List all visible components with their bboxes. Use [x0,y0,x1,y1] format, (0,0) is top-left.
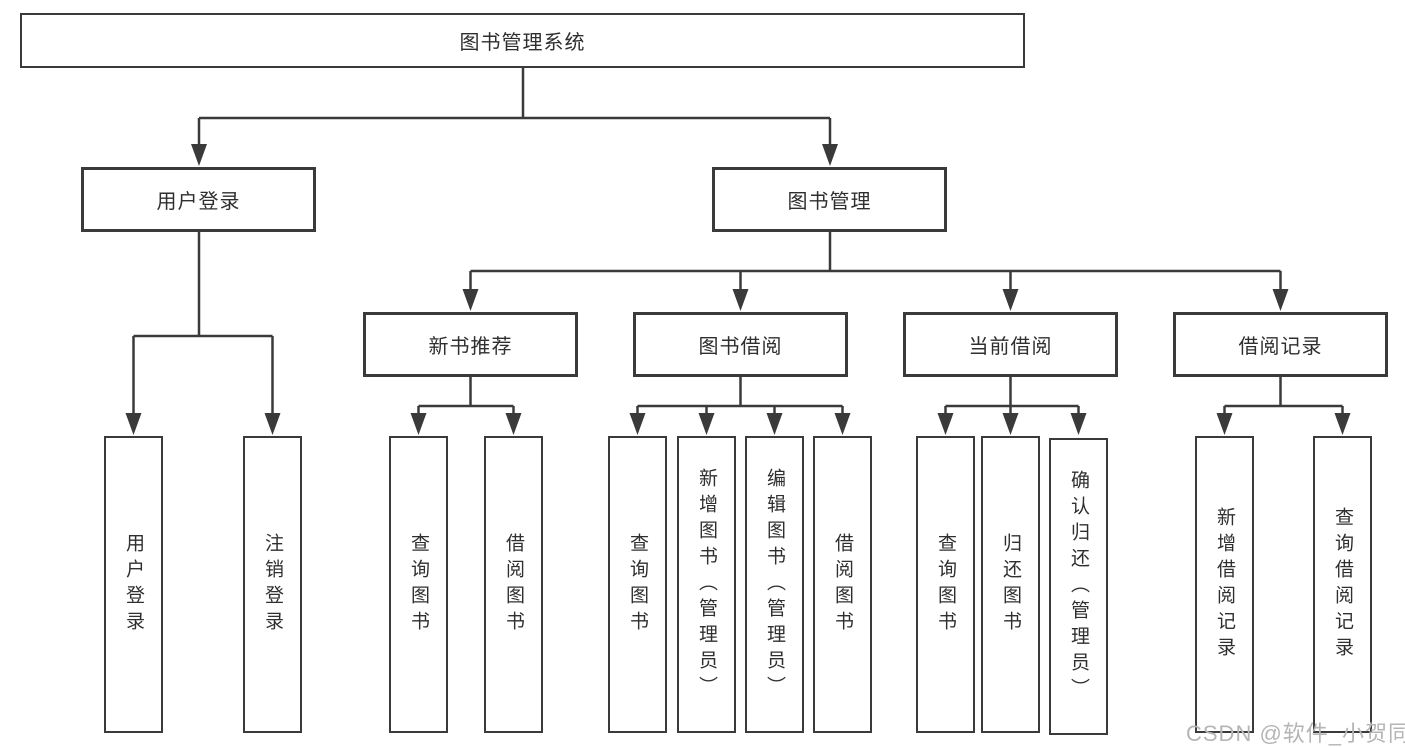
leaf-edit-books-admin: 编辑图书（管理员） [745,436,804,733]
connector-new-book-rec-to-leaves [410,377,522,435]
node-borrowing-records: 借阅记录 [1173,312,1388,377]
connector-book-mgmt-to-level3 [462,232,1289,311]
leaf-query-books-rec: 查询图书 [389,436,448,733]
connector-book-borrow-to-leaves [629,377,851,435]
csdn-watermark: CSDN @软件_小贺同学 [1186,721,1405,746]
node-book-management: 图书管理 [712,167,947,232]
connector-root-to-level2 [191,68,838,166]
node-new-book-recommendation: 新书推荐 [363,312,578,377]
node-root-book-management-system: 图书管理系统 [20,13,1025,68]
leaf-confirm-return-admin: 确认归还（管理员） [1049,438,1108,735]
leaf-add-books-admin: 新增图书（管理员） [677,436,736,733]
node-current-borrowing: 当前借阅 [903,312,1118,377]
leaf-query-borrow-record: 查询借阅记录 [1313,436,1372,733]
leaf-borrow-books: 借阅图书 [813,436,872,733]
leaf-user-login: 用户登录 [104,436,163,733]
leaf-query-books-current: 查询图书 [916,436,975,733]
leaf-borrow-books-rec: 借阅图书 [484,436,543,733]
leaf-logout: 注销登录 [243,436,302,733]
node-user-login: 用户登录 [81,167,316,232]
connector-user-login-to-leaves [125,232,281,435]
leaf-return-books: 归还图书 [981,436,1040,733]
connector-current-borrow-to-leaves [937,377,1087,435]
node-book-borrowing: 图书借阅 [633,312,848,377]
leaf-query-books-borrow: 查询图书 [608,436,667,733]
connector-borrow-records-to-leaves [1216,377,1351,435]
leaf-add-borrow-record: 新增借阅记录 [1195,436,1254,733]
